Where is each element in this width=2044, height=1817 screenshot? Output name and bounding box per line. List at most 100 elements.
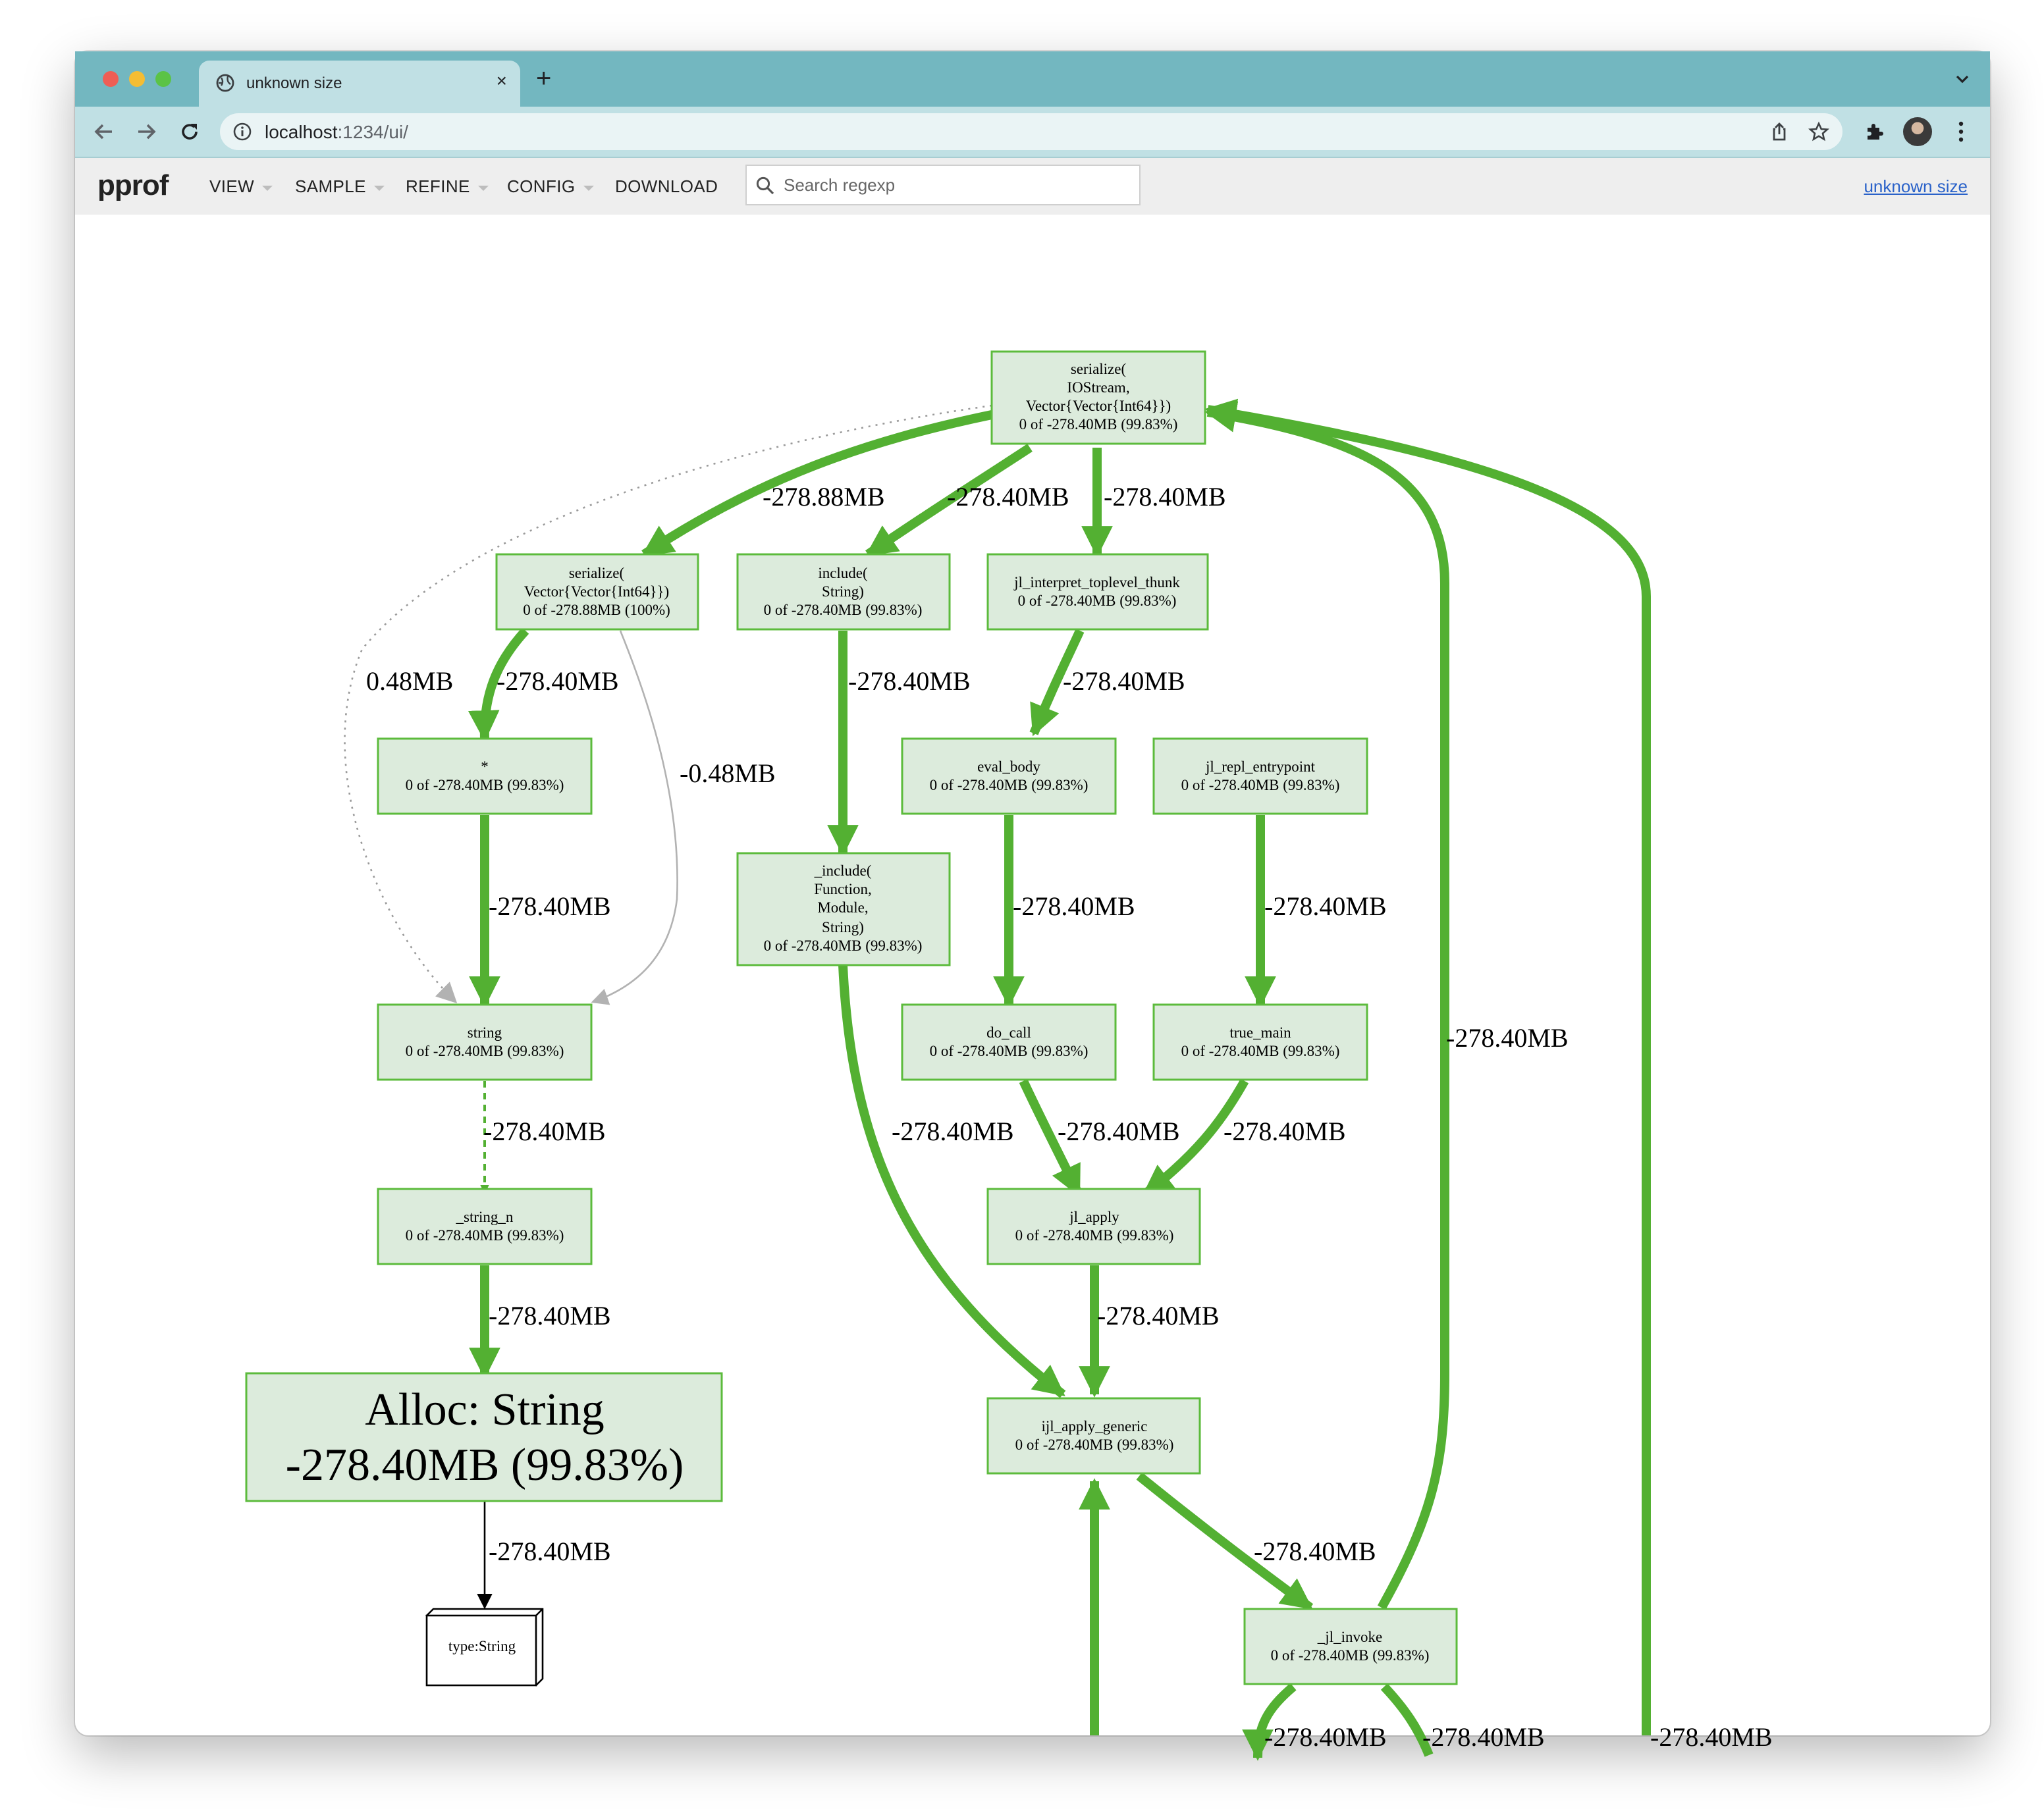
node-label: jl_apply: [1069, 1209, 1119, 1225]
node-label: -278.40MB (99.83%): [286, 1440, 684, 1490]
node-label: String): [822, 919, 864, 935]
edge-label: -278.40MB: [848, 666, 971, 696]
node-type-string[interactable]: type:String: [425, 1608, 544, 1687]
node-label: 0 of -278.40MB (99.83%): [1181, 1043, 1340, 1059]
edge-true-main-to-jl-apply[interactable]: [1141, 1078, 1249, 1198]
tab-list-chevron-icon[interactable]: [1953, 70, 1972, 88]
node-label: type:String: [448, 1638, 516, 1654]
call-graph-svg: -278.88MB -278.40MB -278.40MB 0.48MB -27…: [245, 350, 1773, 1761]
edge-label: -278.40MB: [1446, 1023, 1569, 1053]
back-icon[interactable]: [92, 120, 116, 144]
node-true-main[interactable]: true_main 0 of -278.40MB (99.83%): [1152, 1003, 1368, 1081]
node-jl-repl-entrypoint[interactable]: jl_repl_entrypoint 0 of -278.40MB (99.83…: [1152, 737, 1368, 815]
node-label: 0 of -278.40MB (99.83%): [930, 777, 1089, 793]
node-label: Vector{Vector{Int64}}): [524, 583, 669, 600]
node-label: 0 of -278.40MB (99.83%): [1271, 1647, 1430, 1664]
node-label: 0 of -278.40MB (99.83%): [930, 1043, 1089, 1059]
info-icon[interactable]: [233, 122, 252, 141]
menu-download[interactable]: DOWNLOAD: [615, 176, 718, 196]
node-label: 0 of -278.40MB (99.83%): [406, 777, 564, 793]
node-jl-apply[interactable]: jl_apply 0 of -278.40MB (99.83%): [986, 1188, 1201, 1265]
menu-config[interactable]: CONFIG: [507, 176, 594, 196]
share-icon[interactable]: [1769, 121, 1790, 142]
new-tab-button[interactable]: +: [536, 65, 552, 93]
edge-include-inner-to-generic[interactable]: [838, 964, 1066, 1398]
call-graph: -278.88MB -278.40MB -278.40MB 0.48MB -27…: [75, 215, 1990, 1761]
edge-dotted-to-string[interactable]: [344, 404, 992, 1004]
node-label: _string_n: [456, 1209, 514, 1225]
node-jl-invoke[interactable]: _jl_invoke 0 of -278.40MB (99.83%): [1243, 1608, 1458, 1685]
close-window-button[interactable]: [103, 71, 119, 87]
node-star[interactable]: * 0 of -278.40MB (99.83%): [377, 737, 593, 815]
reload-icon[interactable]: [178, 120, 202, 144]
tab-title: unknown size: [246, 74, 342, 92]
edge-vector-to-string-grey[interactable]: [591, 630, 678, 1005]
menu-config-label: CONFIG: [507, 176, 576, 196]
edge-generic-to-jl-invoke[interactable]: [1136, 1472, 1314, 1612]
edge-jl-invoke-down-b[interactable]: [1380, 1683, 1434, 1757]
edge-label: -278.40MB: [489, 1537, 611, 1566]
edge-jl-invoke-to-serialize[interactable]: [1204, 401, 1449, 1610]
chevron-down-icon: [583, 185, 594, 191]
node-do-call[interactable]: do_call 0 of -278.40MB (99.83%): [901, 1003, 1117, 1081]
tab-close-icon[interactable]: ×: [496, 70, 507, 91]
menu-sample[interactable]: SAMPLE: [295, 176, 385, 196]
node-label: do_call: [986, 1024, 1031, 1041]
node-string[interactable]: string 0 of -278.40MB (99.83%): [377, 1003, 593, 1081]
edge-label: -278.40MB: [1063, 666, 1185, 696]
star-icon[interactable]: [1808, 121, 1829, 142]
node-label: eval_body: [977, 758, 1040, 775]
node-label: String): [822, 583, 864, 600]
graph-edges: [344, 398, 1651, 1761]
graph-edge-labels: -278.88MB -278.40MB -278.40MB 0.48MB -27…: [366, 482, 1773, 1752]
menu-view[interactable]: VIEW: [209, 176, 273, 196]
zoom-window-button[interactable]: [155, 71, 171, 87]
node-eval-body[interactable]: eval_body 0 of -278.40MB (99.83%): [901, 737, 1117, 815]
menu-refine[interactable]: REFINE: [406, 176, 489, 196]
edge-label: -278.40MB: [1264, 1722, 1387, 1752]
node-alloc-string[interactable]: Alloc: String -278.40MB (99.83%): [245, 1372, 723, 1502]
menu-refine-label: REFINE: [406, 176, 470, 196]
node-label: string: [468, 1024, 502, 1041]
edge-vector-to-star[interactable]: [468, 627, 529, 742]
edge-label: -278.40MB: [1097, 1301, 1220, 1330]
chevron-down-icon: [477, 185, 489, 191]
menu-download-label: DOWNLOAD: [615, 176, 718, 196]
extensions-icon[interactable]: [1864, 121, 1885, 142]
edge-label: -278.88MB: [763, 482, 885, 512]
node-serialize-vector[interactable]: serialize( Vector{Vector{Int64}}) 0 of -…: [495, 553, 699, 631]
edge-jl-invoke-down-a[interactable]: [1242, 1683, 1297, 1761]
edge-label: -278.40MB: [1058, 1117, 1180, 1146]
edge-serialize-to-serialize-vector[interactable]: [641, 410, 993, 558]
search-icon: [756, 176, 774, 195]
node-serialize-iostream[interactable]: serialize( IOStream, Vector{Vector{Int64…: [990, 350, 1206, 445]
globe-icon: [216, 74, 234, 92]
node-string-n[interactable]: _string_n 0 of -278.40MB (99.83%): [377, 1188, 593, 1265]
edge-serialize-to-include[interactable]: [865, 444, 1033, 558]
node-label: 0 of -278.40MB (99.83%): [406, 1043, 564, 1059]
node-include-inner[interactable]: _include( Function, Module, String) 0 of…: [736, 852, 951, 966]
node-label: _jl_invoke: [1317, 1629, 1382, 1645]
node-ijl-apply-generic[interactable]: ijl_apply_generic 0 of -278.40MB (99.83%…: [986, 1397, 1201, 1475]
browser-tab[interactable]: unknown size ×: [199, 61, 520, 107]
node-include[interactable]: include( String) 0 of -278.40MB (99.83%): [736, 553, 951, 631]
search-input[interactable]: [784, 166, 1129, 204]
node-label: 0 of -278.40MB (99.83%): [1019, 416, 1178, 433]
kebab-menu-icon[interactable]: [1953, 120, 1969, 144]
address-bar[interactable]: localhost:1234/ui/: [220, 113, 1842, 150]
node-label: 0 of -278.40MB (99.83%): [1015, 1436, 1174, 1453]
edge-label: -0.48MB: [680, 758, 776, 788]
profile-avatar[interactable]: [1903, 117, 1932, 146]
edge-label: -278.40MB: [1264, 891, 1387, 921]
forward-icon[interactable]: [134, 120, 158, 144]
edge-right-to-serialize[interactable]: [1204, 398, 1651, 1735]
node-jl-interpret-toplevel-thunk[interactable]: jl_interpret_toplevel_thunk 0 of -278.40…: [986, 553, 1209, 631]
profile-link[interactable]: unknown size: [1864, 176, 1968, 196]
edge-interpret-to-eval-body[interactable]: [1029, 629, 1085, 737]
edge-label: -278.40MB: [489, 1301, 611, 1330]
node-label: include(: [818, 565, 867, 581]
minimize-window-button[interactable]: [129, 71, 145, 87]
pprof-logo[interactable]: pprof: [97, 169, 169, 201]
edge-do-call-to-jl-apply[interactable]: [1019, 1079, 1083, 1198]
url-path: :1234/ui/: [337, 121, 408, 142]
